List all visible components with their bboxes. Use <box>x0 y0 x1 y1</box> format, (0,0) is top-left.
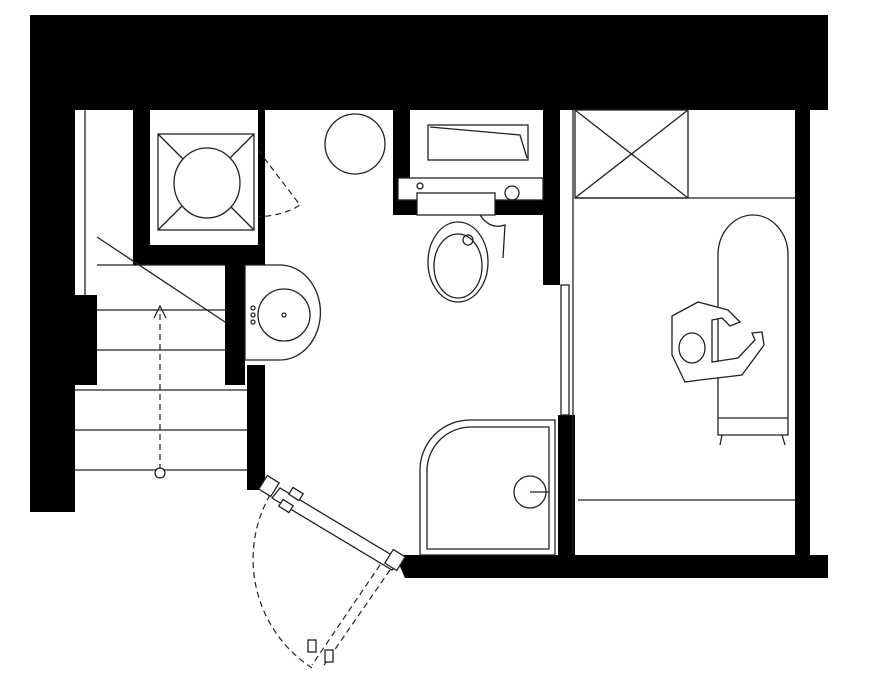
entry-door[interactable] <box>252 474 407 669</box>
washing-machine <box>157 133 301 231</box>
round-rug <box>324 113 386 175</box>
walls <box>30 15 828 578</box>
sink-left-wall <box>225 258 245 385</box>
mirror <box>717 214 789 446</box>
left-outer-wall <box>30 110 75 512</box>
wardrobe <box>572 109 795 555</box>
door-swing-arc <box>252 494 313 669</box>
sink <box>244 264 322 361</box>
washer-closet-wall <box>133 110 265 265</box>
bottom-wall <box>395 555 828 578</box>
bathtub-shelf <box>427 124 529 161</box>
niche-right-wall <box>543 110 560 285</box>
top-wall <box>30 15 828 110</box>
right-wall <box>795 110 810 565</box>
person <box>671 301 765 383</box>
door-left-wall <box>247 365 265 490</box>
toilet <box>427 214 506 303</box>
left-wall-jog <box>75 295 97 385</box>
shower-right-wall <box>558 415 575 565</box>
staircase <box>75 236 247 479</box>
glass-partition <box>560 284 570 416</box>
cistern <box>397 177 544 216</box>
shower-tray <box>419 419 556 556</box>
